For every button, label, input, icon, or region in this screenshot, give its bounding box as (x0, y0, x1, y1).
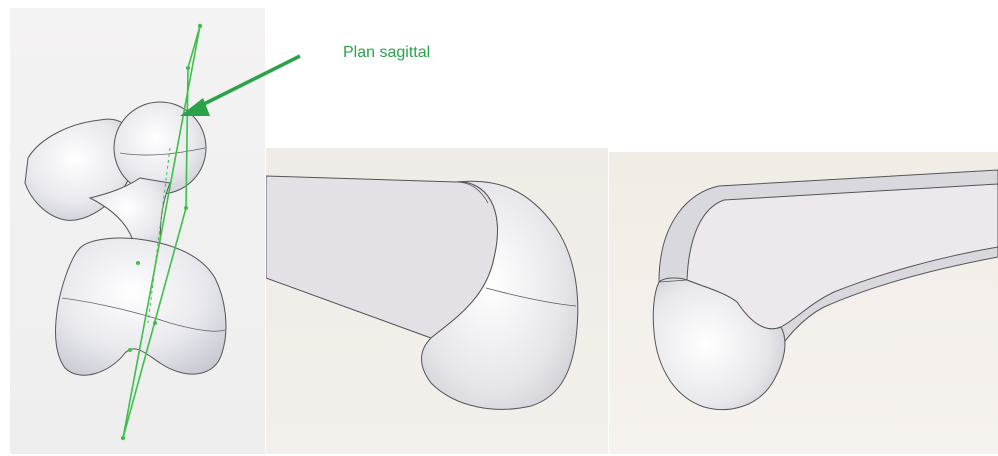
arrow-head-icon (180, 98, 210, 116)
sagittal-cut-view-1 (266, 148, 608, 454)
cut-view-2-drawing (609, 152, 998, 454)
cut-view-1-drawing (266, 148, 608, 454)
sagittal-cut-view-2 (609, 152, 998, 454)
plane-label: Plan sagittal (343, 44, 430, 62)
